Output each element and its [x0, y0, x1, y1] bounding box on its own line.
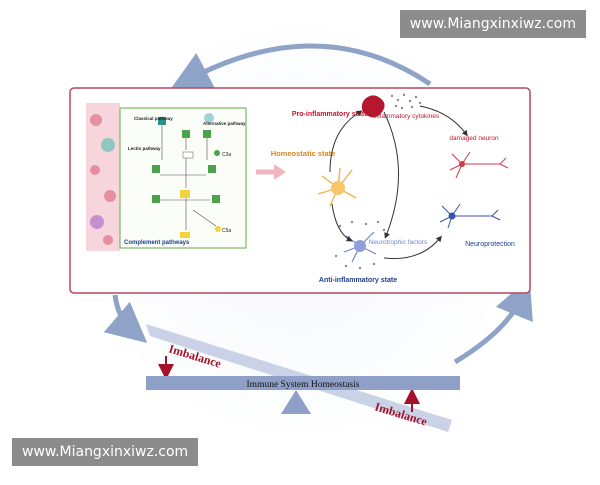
- homeostasis-beam: [146, 376, 460, 390]
- c3a-label: C3a: [222, 152, 231, 158]
- neurotrophic-label: Neurotrophic factors: [369, 239, 428, 246]
- watermark-top: www.Miangxinxiwz.com: [399, 10, 586, 38]
- neurotrophic-dots: [334, 220, 386, 270]
- complement-box: [119, 107, 247, 249]
- damaged-neuron-label: damaged neuron: [449, 135, 499, 142]
- cytokine-dots: [390, 93, 422, 110]
- homeostatic-microglia-icon: [317, 167, 357, 207]
- neuroprotection-label: Neuroprotection: [465, 241, 515, 248]
- transition-arrow-head: [274, 164, 286, 180]
- healthy-neuron-soma: [448, 212, 456, 220]
- homeostatic-label: Homeostatic state: [271, 149, 336, 158]
- complement-connectors: [160, 125, 217, 230]
- vessel-strip: [86, 103, 120, 251]
- cytokines-label: Inflammatory cytokines: [373, 113, 440, 120]
- complement-title: Complement pathways: [124, 240, 190, 246]
- right-cycle-arrow: [453, 277, 533, 365]
- classical-label: Classical pathway: [134, 116, 173, 121]
- anti-inflammatory-label: Anti-inflammatory state: [319, 277, 397, 284]
- top-cycle-arrow: [170, 43, 432, 90]
- damaged-neuron-icon: [449, 151, 509, 179]
- healthy-neuron-icon: [439, 203, 501, 229]
- seesaw-fulcrum: [281, 390, 311, 414]
- anti-inflammatory-microglia-icon: [343, 231, 377, 263]
- pro-inflammatory-microglia-icon: [361, 95, 385, 118]
- lectin-label: Lectin pathway: [128, 146, 161, 151]
- damaged-neuron-soma: [459, 161, 465, 167]
- vessel-cells: [90, 114, 116, 245]
- complement-glyphs: [152, 113, 221, 238]
- homeostasis-label: Immune System Homeostasis: [247, 380, 360, 390]
- watermark-bottom: www.Miangxinxiwz.com: [12, 438, 199, 466]
- alternative-label: Alternative pathway: [203, 121, 246, 126]
- state-arrows: [329, 105, 468, 260]
- left-cycle-arrow: [103, 294, 148, 344]
- pro-inflammatory-label: Pro-inflammatory state: [292, 111, 368, 118]
- c5a-label: C5a: [222, 228, 231, 234]
